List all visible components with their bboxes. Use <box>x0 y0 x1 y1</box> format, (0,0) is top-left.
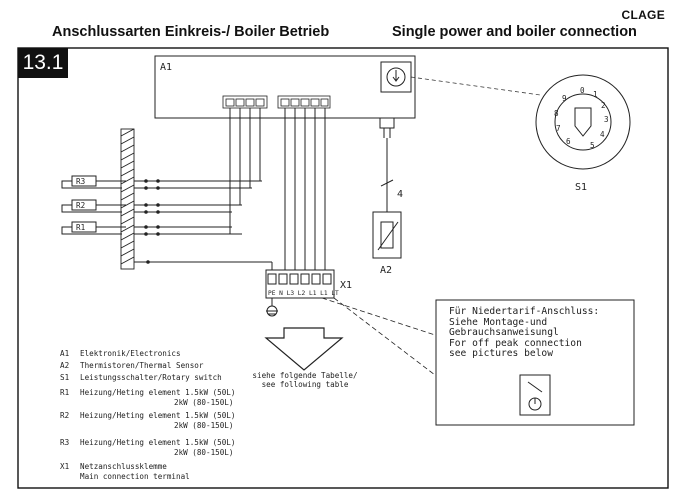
wire-number-label: 4 <box>397 189 403 200</box>
legend-row: Main connection terminal <box>80 472 190 481</box>
table-reference-arrow <box>264 327 344 371</box>
off-peak-note-box <box>435 299 635 426</box>
s1-dial-digits: 0 1 2 3 4 5 6 7 8 9 <box>554 86 609 150</box>
heating-element-r1 <box>61 221 126 235</box>
heating-element-r3 <box>61 175 126 189</box>
section-number-badge: 13.1 <box>18 48 68 78</box>
svg-text:6: 6 <box>566 137 571 146</box>
note-line: see pictures below <box>449 348 553 360</box>
a2-label: A2 <box>380 265 392 276</box>
legend-row: 2kW (80-150L) <box>174 421 234 430</box>
a2-thermal-sensor <box>372 211 402 259</box>
table-reference-text: siehe folgende Tabelle/ see following ta… <box>250 371 360 389</box>
a1-sensor-connector <box>379 117 395 138</box>
svg-text:R1: R1 <box>76 223 86 232</box>
svg-text:2: 2 <box>601 101 606 110</box>
diagram-frame <box>17 47 669 489</box>
svg-text:7: 7 <box>556 124 561 133</box>
s1-pointer-line <box>410 76 541 96</box>
s1-label: S1 <box>575 182 587 193</box>
svg-text:9: 9 <box>562 94 567 103</box>
a1-label: A1 <box>160 62 172 73</box>
svg-text:R2: R2 <box>76 201 85 210</box>
note-line: For off peak connection <box>449 337 582 349</box>
svg-text:1: 1 <box>593 90 598 99</box>
arrow-text-line: siehe folgende Tabelle/ <box>252 371 358 380</box>
off-peak-switch-icon <box>519 374 551 416</box>
a1-switch-icon <box>380 61 412 93</box>
note-line: Gebrauchsanweisungl <box>449 327 559 339</box>
a1-terminal-block-right <box>277 95 331 109</box>
hatched-wall <box>120 128 135 270</box>
header-title-german: Anschlussarten Einkreis-/ Boiler Betrieb <box>52 24 330 40</box>
note-pointer-lines <box>321 297 436 376</box>
x1-label: X1 <box>340 280 352 291</box>
brand-label: CLAGE <box>621 8 665 22</box>
svg-text:3: 3 <box>604 115 609 124</box>
a1-terminal-block-left <box>222 95 268 109</box>
svg-text:0: 0 <box>580 86 585 95</box>
x1-terminal-labels: PE N L3 L2 L1 L1 LT <box>268 290 339 297</box>
s1-rotary-switch <box>535 74 631 170</box>
svg-text:R3: R3 <box>76 177 85 186</box>
junction-dots <box>144 179 160 264</box>
svg-text:4: 4 <box>600 130 605 139</box>
note-line: Für Niedertarif-Anschluss: <box>449 306 600 317</box>
svg-text:8: 8 <box>554 109 559 118</box>
ground-icon <box>266 298 278 317</box>
note-line: Siehe Montage-und <box>449 316 548 328</box>
legend-row: 2kW (80-150L) <box>174 398 234 407</box>
heating-element-r2 <box>61 199 126 213</box>
x1-main-terminal <box>265 269 335 299</box>
wiring-bundle <box>134 108 326 270</box>
svg-text:5: 5 <box>590 141 595 150</box>
header-title-english: Single power and boiler connection <box>392 24 637 40</box>
off-peak-note-text: Für Niedertarif-Anschluss: Siehe Montage… <box>449 306 600 360</box>
arrow-text-line: see following table <box>261 380 349 389</box>
legend-row: 2kW (80-150L) <box>174 448 234 457</box>
